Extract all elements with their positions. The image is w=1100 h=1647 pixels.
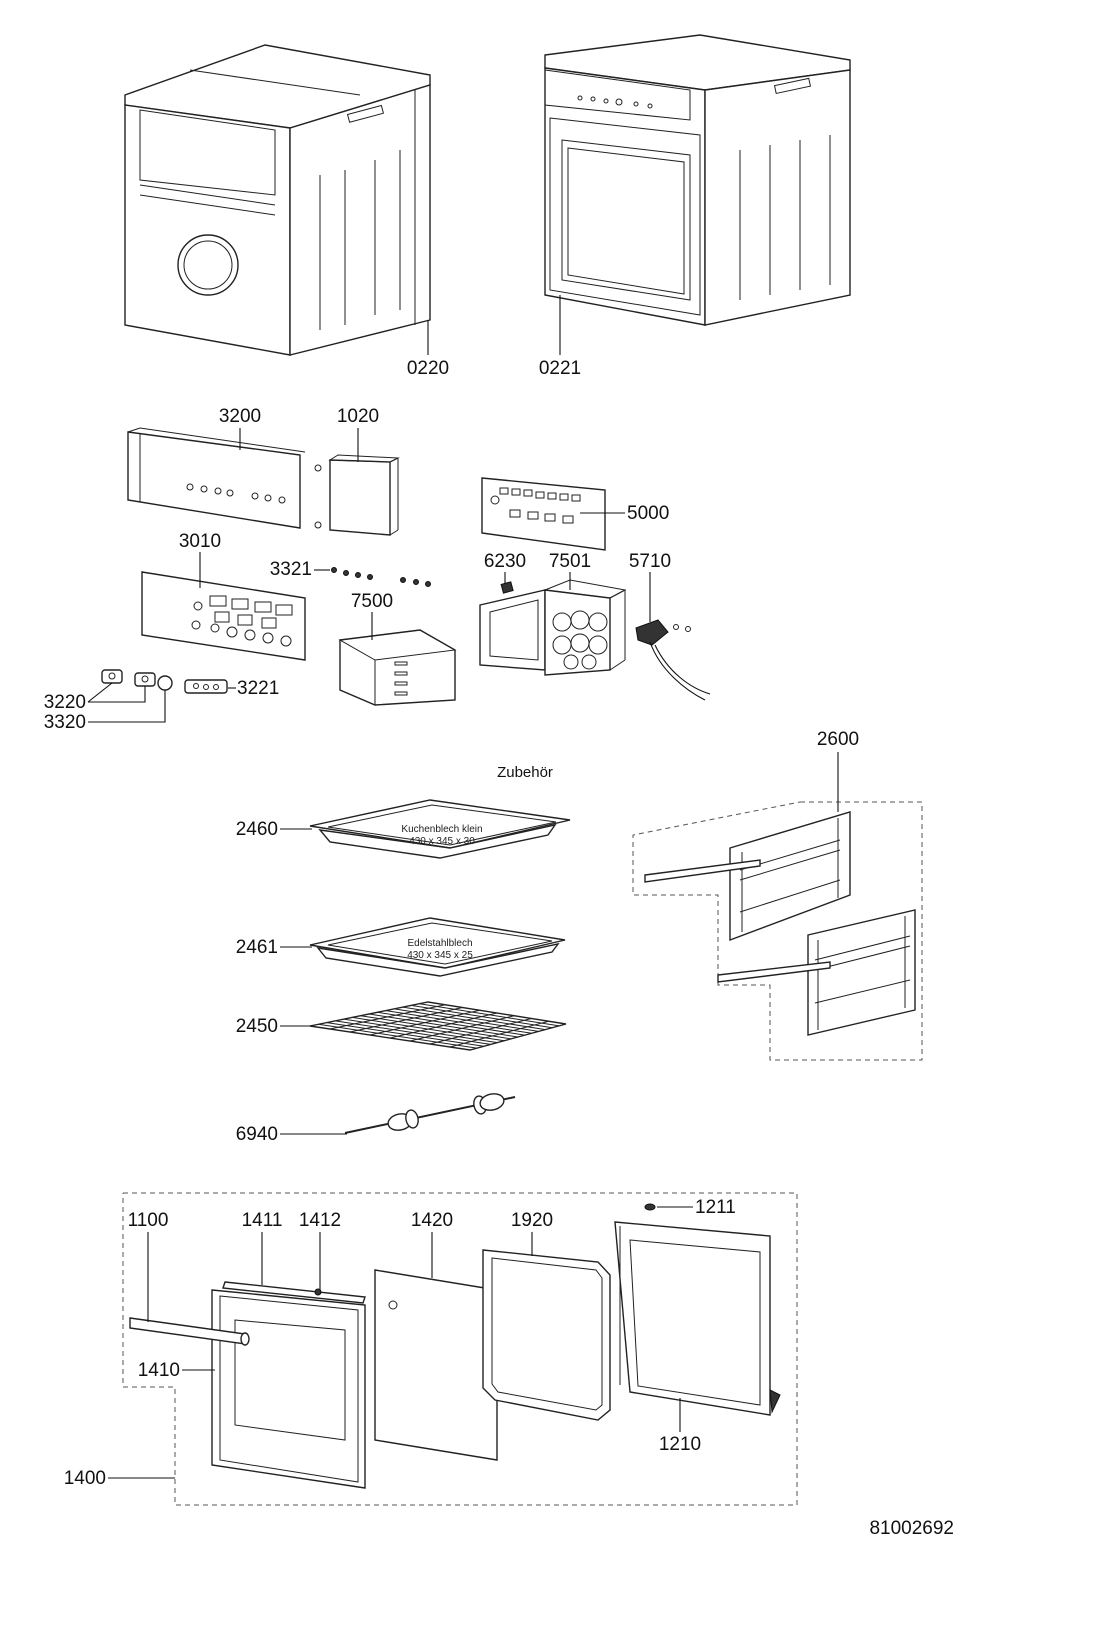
label-0220: 0220 [407, 358, 449, 379]
grid-rack-2450 [280, 1001, 567, 1051]
door-assembly-1400 [108, 1192, 798, 1506]
circuit-board-5000 [481, 477, 625, 551]
connector-5710 [635, 572, 711, 701]
label-3221: 3221 [237, 678, 279, 699]
control-frame-3010 [141, 552, 306, 661]
label-1920: 1920 [511, 1210, 553, 1231]
tray-small-size: 430 x 345 x 30 [409, 836, 475, 847]
rack-wire [329, 1004, 446, 1030]
tray-small-name: Kuchenblech klein [401, 824, 482, 835]
label-1420: 1420 [411, 1210, 453, 1231]
rack-wire [349, 1007, 463, 1033]
label-5000: 5000 [627, 503, 669, 524]
rotisserie-spit-6940 [280, 1093, 516, 1135]
label-1100: 1100 [128, 1210, 169, 1231]
label-1411: 1411 [242, 1210, 283, 1231]
tray-steel-name: Edelstahlblech [407, 938, 472, 949]
tray-steel-size: 430 x 345 x 25 [407, 950, 473, 961]
label-3320: 3320 [44, 712, 86, 733]
label-3010: 3010 [179, 531, 221, 552]
label-6940: 6940 [236, 1124, 278, 1145]
label-2450: 2450 [236, 1016, 278, 1037]
housing-box-7500 [338, 612, 457, 706]
bracket-1020 [314, 428, 400, 536]
knobs-3220-3320-3221 [87, 669, 236, 723]
control-panel-3200 [127, 427, 306, 529]
switch-6230 [500, 572, 514, 594]
baking-tray-2460: Kuchenblech klein 430 x 345 x 30 [280, 799, 571, 859]
rack-wire [429, 1018, 532, 1045]
rack-wire [389, 1012, 498, 1039]
document-number: 81002692 [869, 1518, 954, 1539]
label-2460: 2460 [236, 819, 278, 840]
rack-wire [449, 1020, 549, 1048]
rack-wire [369, 1009, 480, 1036]
label-3321: 3321 [270, 559, 312, 580]
label-1020: 1020 [337, 406, 379, 427]
oven-front-0221 [544, 34, 851, 355]
section-title-accessories: Zubehör [497, 764, 553, 781]
label-1210: 1210 [659, 1434, 701, 1455]
label-2461: 2461 [236, 937, 278, 958]
label-0221: 0221 [539, 358, 581, 379]
telescopic-rails-2600 [632, 752, 923, 1061]
label-1400: 1400 [64, 1468, 106, 1489]
label-1412: 1412 [299, 1210, 341, 1231]
label-3200: 3200 [219, 406, 261, 427]
rack-wire [409, 1015, 515, 1042]
label-5710: 5710 [629, 551, 671, 572]
fan-heater-7501 [479, 572, 627, 676]
label-1211: 1211 [695, 1197, 736, 1218]
oven-housing-0220 [124, 44, 431, 356]
screws-3321 [314, 567, 431, 587]
label-7501: 7501 [549, 551, 591, 572]
label-2600: 2600 [817, 729, 859, 750]
label-1410: 1410 [138, 1360, 180, 1381]
stainless-tray-2461: Edelstahlblech 430 x 345 x 25 [280, 917, 566, 977]
label-7500: 7500 [351, 591, 393, 612]
label-6230: 6230 [484, 551, 526, 572]
label-3220: 3220 [44, 692, 86, 713]
